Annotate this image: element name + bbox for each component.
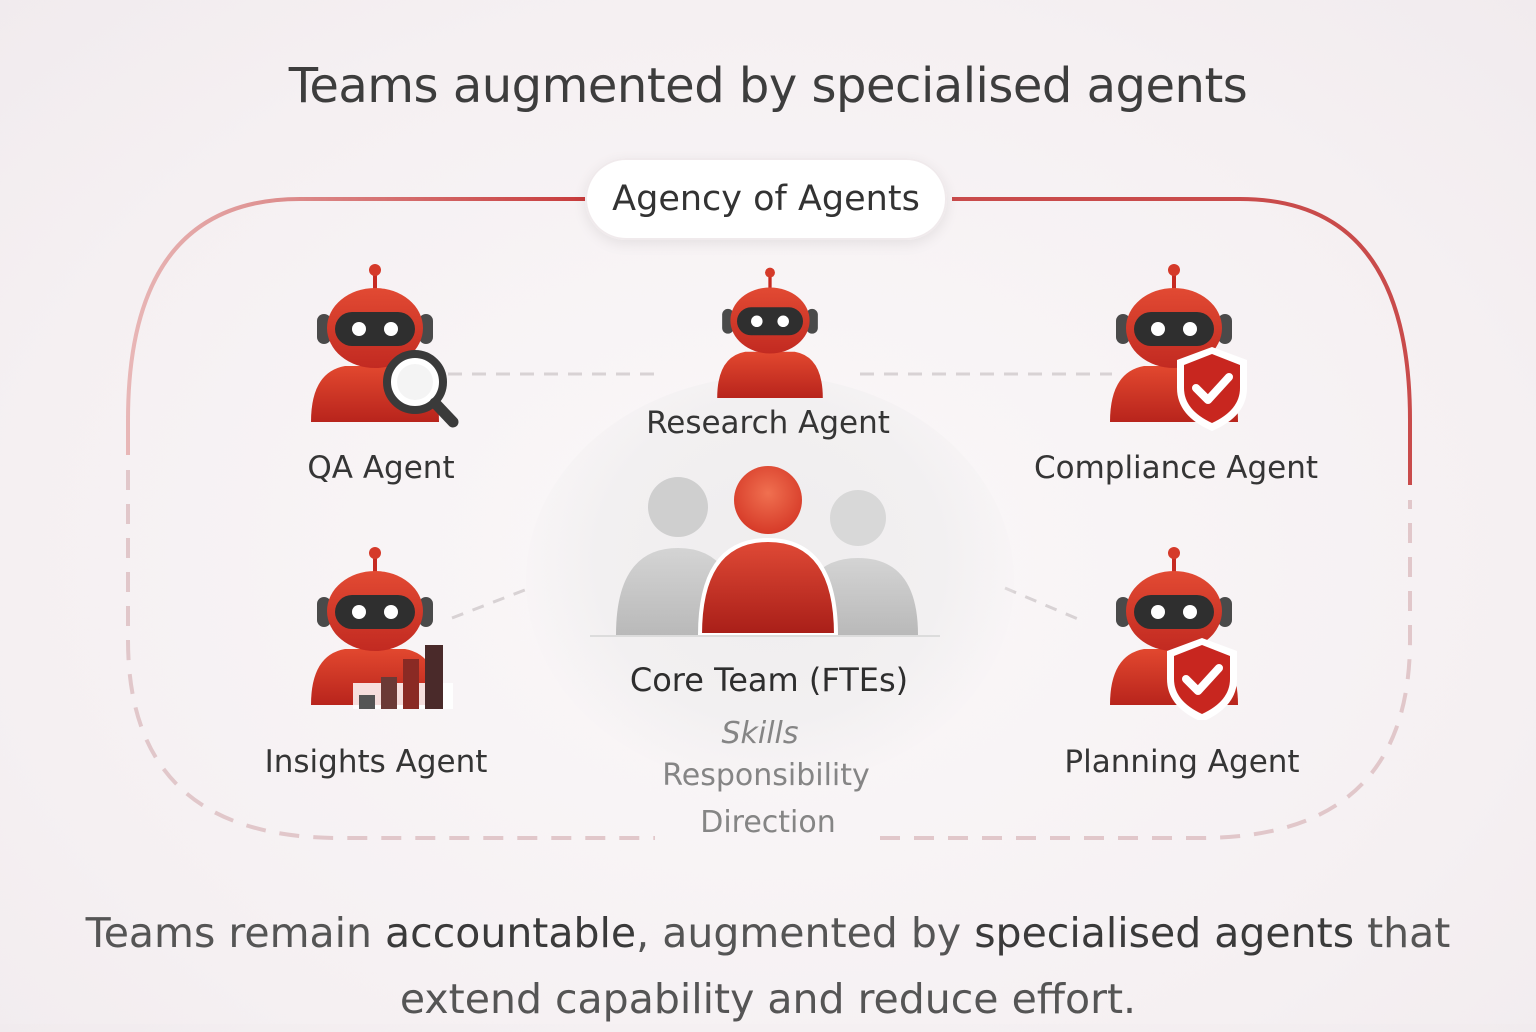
compliance-agent-robot-icon <box>1108 262 1260 434</box>
agency-of-agents-label: Agency of Agents <box>585 158 947 240</box>
planning-agent-robot-icon <box>1108 545 1260 720</box>
core-attribute-responsibility: Responsibility <box>662 758 870 793</box>
connector-core-planning <box>1004 586 1086 624</box>
magnifier-icon <box>383 350 459 428</box>
research-agent-label: Research Agent <box>646 405 890 441</box>
core-team-people-icon <box>590 466 940 637</box>
caption-text-1: Teams remain <box>85 909 386 957</box>
caption: Teams remain accountable, augmented by s… <box>0 900 1536 1032</box>
research-agent-robot-icon <box>715 266 825 398</box>
frame-bottom-right <box>880 500 1412 840</box>
connector-insights-core <box>451 586 531 620</box>
caption-line-2: extend capability and reduce effort. <box>399 975 1137 1023</box>
frame-bottom-left <box>126 470 655 840</box>
core-team-label: Core Team (FTEs) <box>629 661 909 699</box>
caption-emphasis-specialised-agents: specialised agents <box>974 909 1355 957</box>
bar-chart-icon <box>353 645 453 709</box>
core-attribute-skills: Skills <box>721 716 799 751</box>
caption-text-2: , augmented by <box>636 909 975 957</box>
core-attribute-direction: Direction <box>700 805 836 840</box>
planning-agent-label: Planning Agent <box>1064 744 1300 780</box>
qa-agent-label: QA Agent <box>307 450 455 486</box>
frame-top-left <box>126 197 585 455</box>
insights-agent-label: Insights Agent <box>264 744 488 780</box>
qa-agent-robot-icon <box>309 262 459 428</box>
caption-line-1: Teams remain accountable, augmented by s… <box>0 900 1536 966</box>
shield-check-icon <box>1167 638 1237 720</box>
compliance-agent-label: Compliance Agent <box>1033 450 1319 486</box>
caption-text-3: that <box>1354 909 1451 957</box>
page-title: Teams augmented by specialised agents <box>288 58 1248 114</box>
frame-top-right <box>952 197 1412 485</box>
caption-emphasis-accountable: accountable <box>385 909 637 957</box>
insights-agent-robot-icon <box>309 545 453 709</box>
